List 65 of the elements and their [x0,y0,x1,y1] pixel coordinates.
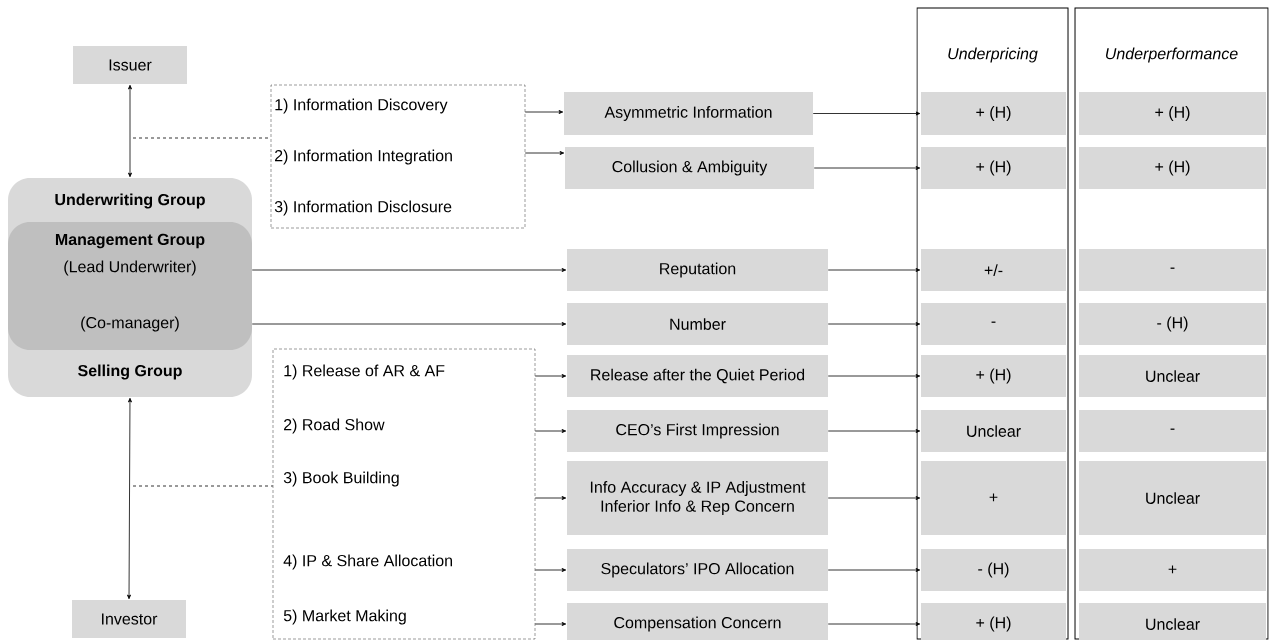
effect-cell: + [1079,549,1266,591]
mechanism-box: Reputation [567,249,828,291]
arrow [127,397,132,600]
arrow [524,151,565,155]
group-title: Underwriting Group [55,193,205,209]
effect-cell: - [1079,410,1266,452]
mechanism-box: Speculators’ IPO Allocation [567,549,828,591]
column-heading: Underpricing [948,47,1038,63]
arrow [827,622,921,626]
connector-line [132,485,274,487]
arrow [524,110,564,114]
arrow [251,322,567,326]
group-title: Selling Group [78,364,182,380]
effect-cell: Unclear [1079,461,1266,535]
effect-cell: + (H) [921,92,1066,135]
arrow [827,429,921,433]
step-label: 1) Information Discovery [275,98,448,114]
effect-cell: + (H) [921,603,1066,640]
role-label: (Lead Underwriter) [64,260,196,276]
arrow [827,374,921,378]
effect-cell: + [921,461,1066,535]
effect-cell: + (H) [1079,147,1266,189]
step-label: 2) Information Integration [275,149,452,165]
effect-cell: + (H) [921,147,1066,189]
step-label: 3) Information Disclosure [274,200,452,216]
arrow [813,166,921,170]
arrow [534,568,567,572]
effect-cell: + (H) [921,355,1066,397]
effect-cell: - [921,303,1066,345]
step-label: 2) Road Show [284,418,385,434]
effect-cell: - (H) [921,549,1066,591]
arrow [827,496,921,500]
actor-box: Issuer [73,46,187,84]
column-heading: Underperformance [1106,47,1238,63]
arrow [128,84,132,178]
arrow [827,268,921,272]
arrow [827,568,921,572]
role-label: (Co-manager) [81,316,179,332]
mechanism-box: CEO’s First Impression [567,410,828,452]
arrow [251,268,567,272]
mechanism-box: Collusion & Ambiguity [565,147,814,189]
mechanism-box: Number [567,303,828,345]
mechanism-box: Info Accuracy & IP Adjustment Inferior Info & Rep Concern [567,461,828,535]
arrow [534,429,567,433]
group-title: Management Group [55,233,205,249]
arrow [534,496,567,500]
mechanism-box: Asymmetric Information [564,92,813,135]
effect-cell: Unclear [1079,603,1266,640]
mechanism-box: Release after the Quiet Period [567,355,828,397]
effect-cell: - [1079,249,1266,291]
arrow [534,622,567,626]
actor-box: Investor [72,600,186,638]
effect-cell: Unclear [921,410,1066,452]
arrow [534,374,567,378]
effect-cell: + (H) [1079,92,1266,135]
effect-cell: Unclear [1079,355,1266,397]
arrow [827,322,921,326]
mechanism-box: Compensation Concern [567,603,828,640]
effect-cell: +/- [921,249,1066,291]
step-label: 3) Book Building [283,471,399,487]
step-label: 5) Market Making [283,609,406,625]
effect-cell: - (H) [1079,303,1266,345]
arrow [812,111,921,116]
step-label: 1) Release of AR & AF [284,364,445,380]
step-label: 4) IP & Share Allocation [283,554,452,570]
